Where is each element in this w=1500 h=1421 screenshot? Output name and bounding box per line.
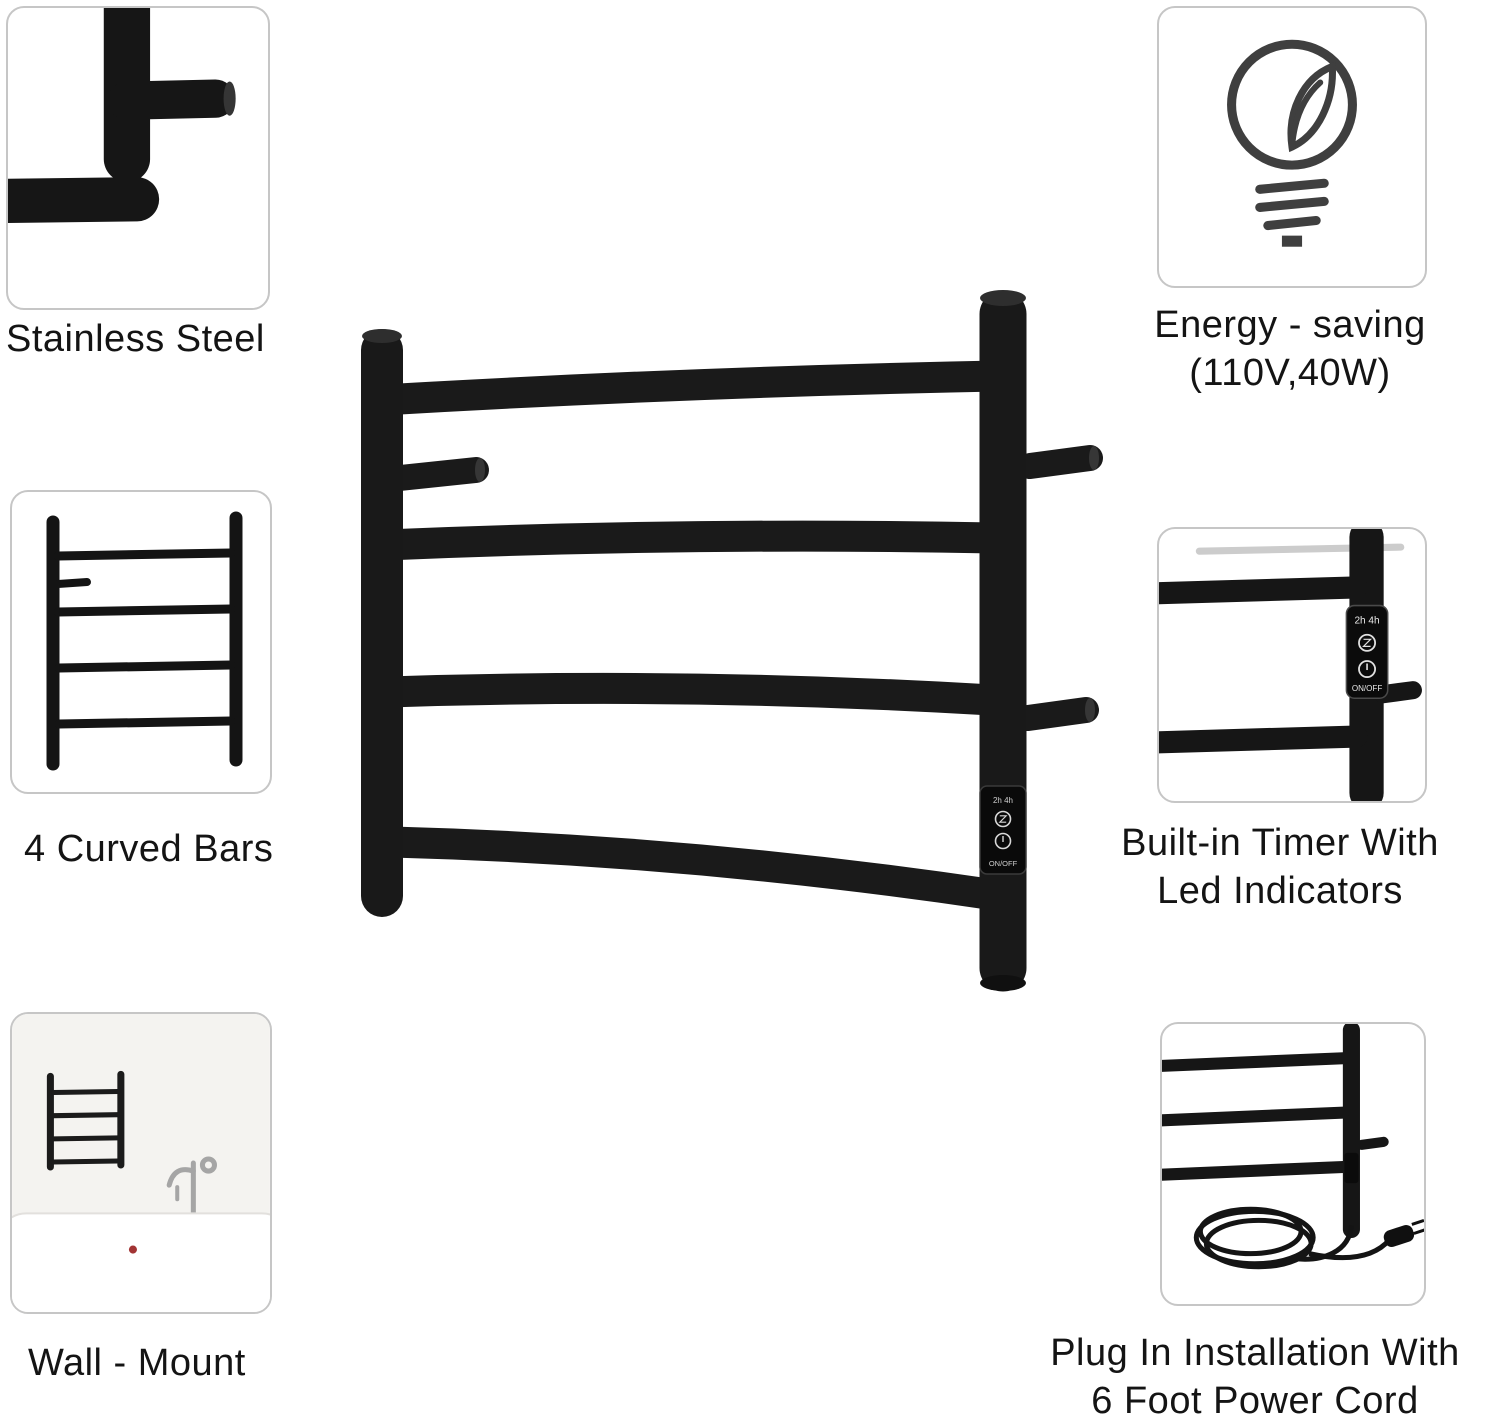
curved-bars-label: 4 Curved Bars — [24, 828, 274, 870]
bathtub-faucet — [166, 1156, 218, 1216]
energy-saving-icon-box — [1157, 6, 1427, 288]
plug-label-line2: 6 Foot Power Cord — [1091, 1379, 1419, 1421]
mini-rack-front-image — [46, 511, 243, 771]
lightbulb-leaf-icon — [1227, 39, 1357, 247]
peg-cap-left — [475, 458, 485, 482]
peg-cap-right-top — [1089, 446, 1099, 470]
wall-mount-label: Wall - Mount — [28, 1342, 246, 1384]
rack-corner — [1162, 1024, 1389, 1239]
power-icon[interactable] — [1358, 660, 1377, 678]
on-off-label: ON/OFF — [1352, 684, 1382, 693]
hook-pegs — [387, 445, 1103, 731]
timer-closeup-image: 2h 4h ON/OFF — [1159, 529, 1422, 801]
control-panel-body — [979, 785, 1027, 875]
wall-mounted-rack — [46, 1070, 125, 1171]
towel-bars — [366, 360, 1014, 910]
on-off-label: ON/OFF — [989, 859, 1018, 868]
energy-label-line2: (110V,40W) — [1189, 351, 1391, 394]
peg-end-cap — [223, 81, 236, 116]
energy-label-line1: Energy - saving — [1154, 304, 1426, 346]
plug-label-line1: Plug In Installation With — [1050, 1332, 1460, 1374]
hourglass-timer-icon[interactable] — [994, 810, 1012, 828]
timer-label: Built-in Timer With Led Indicators — [1090, 820, 1470, 916]
stainless-steel-label: Stainless Steel — [6, 318, 265, 360]
bulb-outline — [1227, 39, 1357, 231]
timer-options-label: 2h 4h — [1354, 616, 1379, 627]
stainless-steel-photo-box — [6, 6, 270, 310]
curved-bars-photo-box — [10, 490, 272, 794]
main-control-panel: 2h 4h ON/OFF — [979, 785, 1027, 875]
left-post-top-cap — [362, 329, 402, 343]
hourglass-timer-icon[interactable] — [1358, 633, 1377, 652]
plug-in-label: Plug In Installation With 6 Foot Power C… — [1030, 1330, 1480, 1421]
control-panel — [1345, 604, 1389, 699]
timer-label-line1: Built-in Timer With — [1121, 822, 1439, 864]
mini-control-panel — [1344, 1152, 1359, 1184]
tube-corner-joint — [8, 8, 235, 224]
energy-saving-label: Energy - saving (110V,40W) — [1140, 302, 1440, 398]
mini-rack — [46, 511, 243, 771]
power-cord-image — [1162, 1024, 1424, 1270]
bathroom-scene-image — [12, 1014, 270, 1312]
peg-cap-right-bottom — [1085, 698, 1095, 722]
power-plug — [1383, 1218, 1424, 1247]
timer-closeup-box: 2h 4h ON/OFF — [1157, 527, 1427, 803]
coiled-power-cord — [1193, 1206, 1392, 1270]
bulb-base-nub — [1281, 235, 1303, 247]
right-post-top-cap — [980, 290, 1026, 306]
bathtub — [12, 1212, 270, 1312]
timer-label-line2: Led Indicators — [1157, 869, 1403, 912]
power-icon[interactable] — [994, 832, 1012, 850]
tub-overflow-dot — [128, 1245, 137, 1254]
stainless-steel-closeup-image — [8, 8, 236, 224]
plug-in-photo-box — [1160, 1022, 1426, 1306]
timer-options-label: 2h 4h — [993, 796, 1013, 805]
wall-mount-photo-box — [10, 1012, 272, 1314]
towel-warmer-product-image: 2h 4h ON/OFF — [361, 290, 1103, 992]
right-post-bottom-cap — [980, 975, 1026, 991]
